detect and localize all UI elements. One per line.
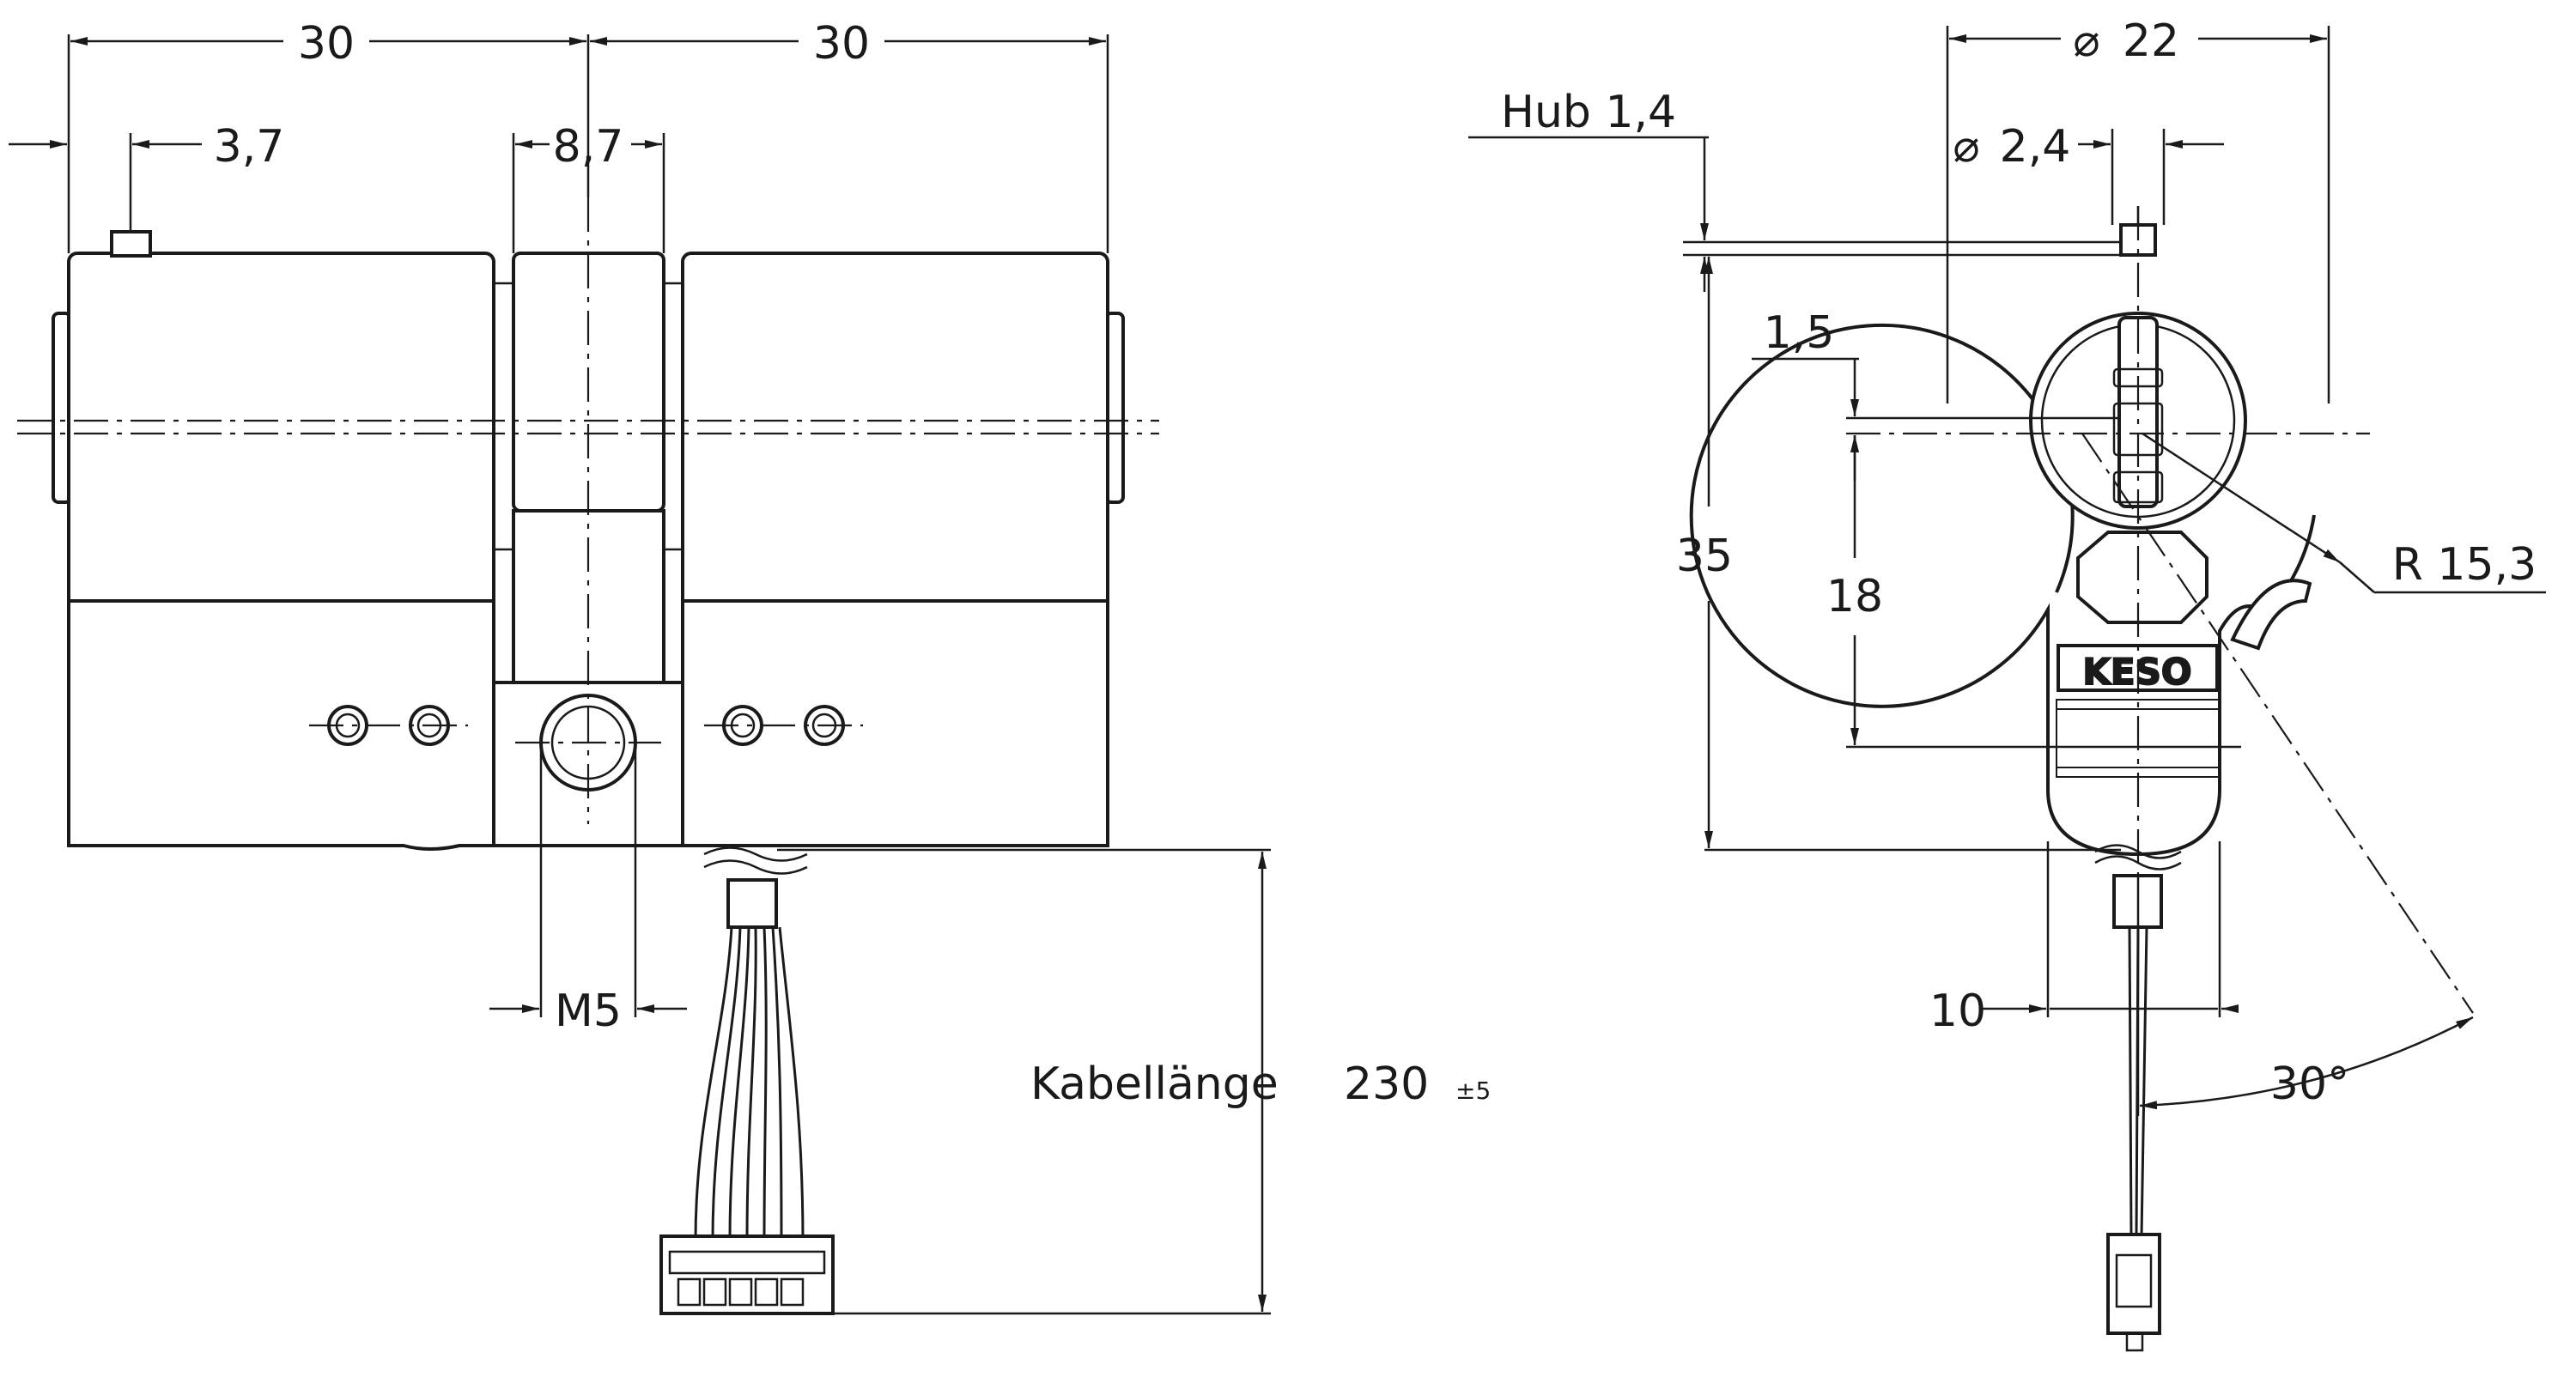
diameter-symbol-2-4: ⌀ xyxy=(1953,121,1979,173)
dim-radius: R 15,3 xyxy=(2392,539,2537,591)
dim-stroke: Hub 1,4 xyxy=(1501,87,1676,138)
dim-cam-width: 8,7 xyxy=(553,121,624,173)
dim-diameter: 22 xyxy=(2123,15,2179,67)
dim-pin-offset: 3,7 xyxy=(214,121,285,173)
diameter-symbol-22: ⌀ xyxy=(2073,15,2099,67)
locking-pin xyxy=(110,230,152,258)
side-connector xyxy=(2106,1233,2161,1352)
stator-base xyxy=(67,599,495,851)
dim-pin-diameter: 2,4 xyxy=(2000,121,2071,173)
dim-width-bottom: 10 xyxy=(1929,986,1986,1037)
dim-right-half: 30 xyxy=(813,18,870,70)
cable xyxy=(694,846,808,1241)
dim-height-total: 35 xyxy=(1676,531,1733,582)
dim-offset: 1,5 xyxy=(1764,307,1835,359)
cable-connector xyxy=(659,1234,835,1315)
dim-height-axis: 18 xyxy=(1826,571,1883,622)
front-view: 30 30 3,7 8,7 M5 Kabellänge 230 ±5 xyxy=(9,18,1491,1315)
dim-left-half: 30 xyxy=(298,18,355,70)
dim-thread: M5 xyxy=(555,986,622,1037)
cable-length-value: 230 xyxy=(1344,1059,1429,1110)
cam-nose xyxy=(2230,579,2312,651)
dim-angle: 30° xyxy=(2270,1059,2349,1110)
cable-length-label: Kabellänge xyxy=(1030,1059,1279,1110)
hex-nut xyxy=(2076,531,2208,624)
cylinder-profile xyxy=(1689,323,2316,857)
cable-length-tolerance: ±5 xyxy=(1455,1077,1491,1105)
side-view: KESO ⌀ 22 xyxy=(1468,15,2546,1352)
